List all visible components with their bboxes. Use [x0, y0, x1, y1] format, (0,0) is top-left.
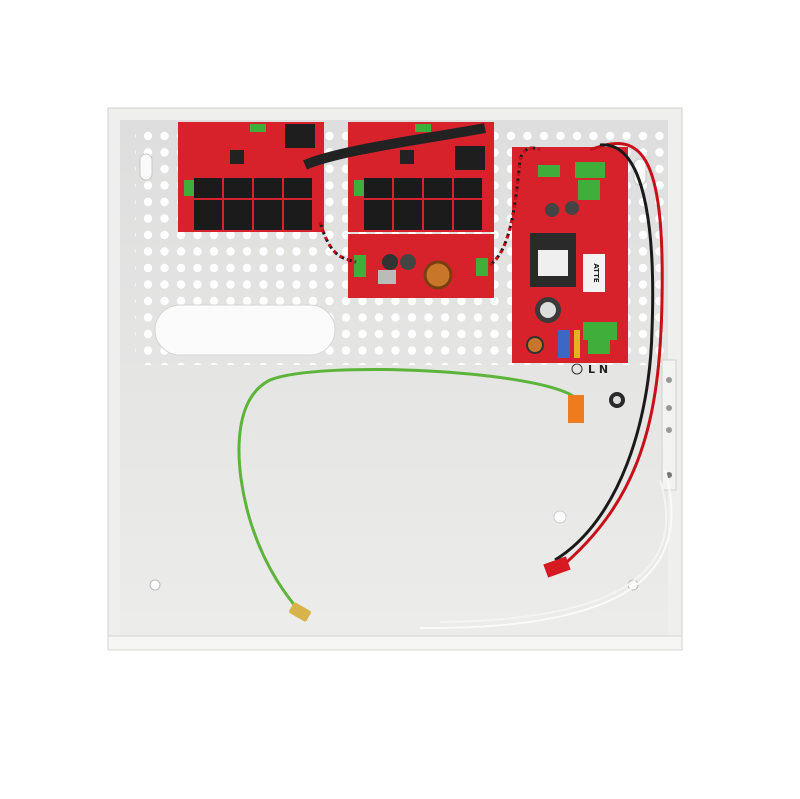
- battery-wire-black: [554, 143, 655, 562]
- psu-logo: ATTE: [592, 263, 600, 283]
- twisted-pair-wire: [318, 221, 357, 264]
- ground-lug: [289, 602, 311, 622]
- power-supply-board: ATTE: [512, 147, 628, 363]
- terminal-label: L N: [588, 363, 608, 376]
- keyhole-left: [139, 153, 153, 181]
- keyhole-right: [633, 158, 647, 186]
- poe-switch-board-1: [178, 122, 324, 232]
- ground-wire: [237, 368, 577, 613]
- battery-wire-red: [559, 142, 664, 570]
- ground-terminal-clamp: [568, 395, 584, 423]
- dc-converter-board: [348, 234, 494, 298]
- cable-slot: [154, 304, 336, 356]
- ribbon-cable: [303, 123, 486, 170]
- white-wires: [419, 469, 673, 630]
- battery-connector: [543, 556, 571, 578]
- ground-symbol: [571, 363, 583, 375]
